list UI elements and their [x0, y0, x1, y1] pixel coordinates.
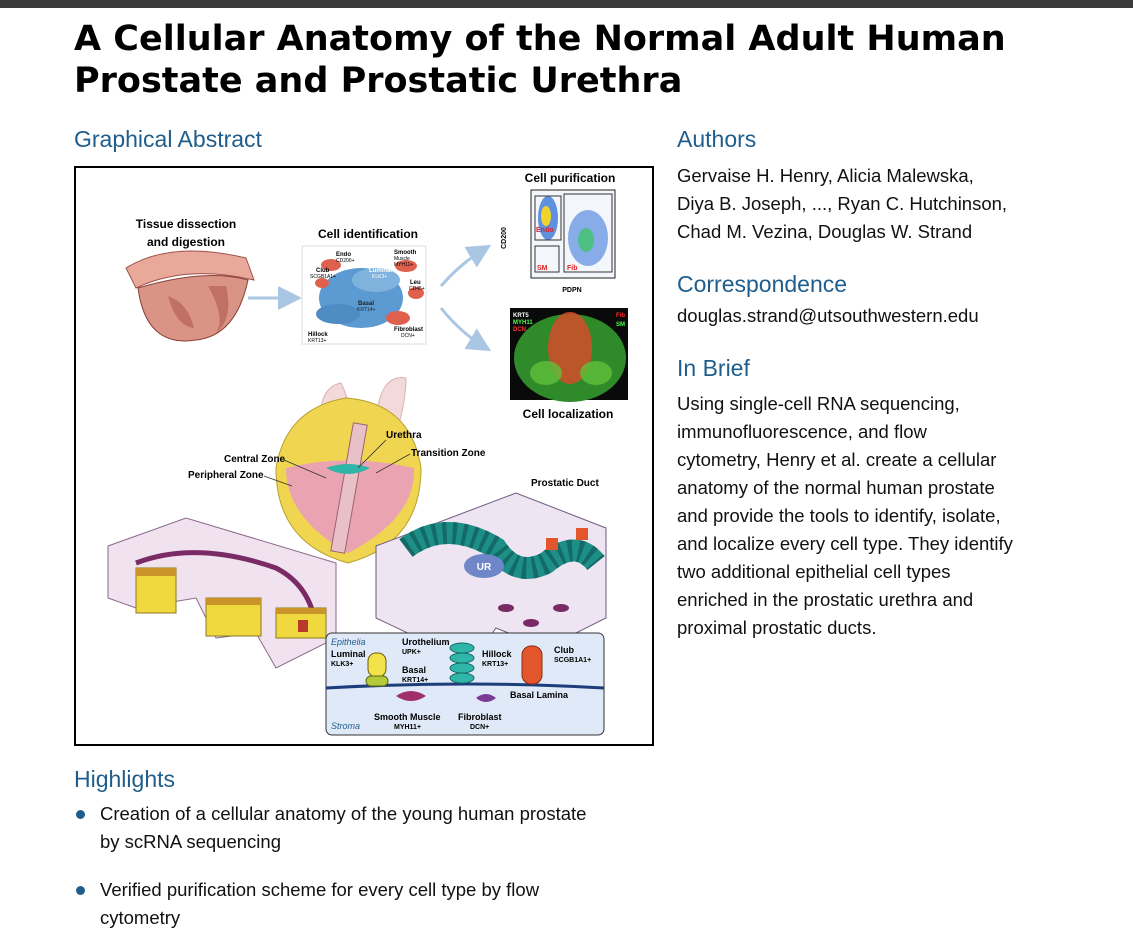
right-duct-block: UR — [375, 492, 607, 664]
in-brief-heading: In Brief — [677, 355, 750, 381]
highlights-list: Creation of a cellular anatomy of the yo… — [74, 800, 674, 952]
legend-fibroblast: Fibroblast — [458, 712, 502, 722]
legend-stroma: Stroma — [331, 721, 360, 731]
legend-urothelium: Urothelium — [402, 637, 450, 647]
tsne-endo-marker: CD200+ — [336, 258, 355, 264]
if-dcn: DCN — [513, 327, 526, 333]
tsne-club: Club — [316, 268, 330, 274]
label-peripheral-zone: Peripheral Zone — [188, 470, 264, 481]
label-cell-identification: Cell identification — [318, 227, 418, 241]
tsne-fibroblast: Fibroblast — [394, 327, 423, 333]
graphical-abstract-illustration: Tissue dissection and digestion Cell ide… — [107, 171, 628, 736]
legend-basal: Basal — [402, 665, 426, 675]
label-urethra: Urethra — [386, 430, 422, 441]
correspondence-email[interactable]: douglas.strand@utsouthwestern.edu — [677, 305, 979, 326]
tsne-club-marker: SCGB1A1+ — [310, 274, 336, 280]
label-digestion: and digestion — [147, 235, 225, 249]
immunofluorescence-image: KRT5 MYH11 DCN Fib SM — [510, 308, 628, 402]
prostate-anatomy-illustration — [275, 377, 422, 564]
legend-basal-lamina: Basal Lamina — [510, 690, 569, 700]
label-cell-localization: Cell localization — [523, 407, 614, 421]
tsne-hillock-marker: KRT13+ — [308, 338, 326, 344]
tsne-endo: Endo — [336, 252, 351, 258]
legend-fibroblast-marker: DCN+ — [470, 724, 489, 731]
arrow-to-localization — [439, 307, 492, 352]
legend-smooth-muscle: Smooth Muscle — [374, 712, 441, 722]
legend-luminal-marker: KLK3+ — [331, 661, 353, 668]
flow-ylabel: CD200 — [501, 227, 508, 249]
tsne-plot: Endo CD200+ Smooth Muscle MYH11+ Club SC… — [301, 245, 427, 345]
tsne-leu-marker: CD45+ — [409, 286, 425, 292]
tsne-basal-marker: KRT14+ — [357, 307, 375, 313]
highlight-item: Verified purification scheme for every c… — [74, 876, 674, 932]
label-tissue: Tissue dissection — [136, 217, 236, 231]
highlights-heading: Highlights — [74, 766, 175, 792]
authors-heading: Authors — [677, 126, 757, 152]
legend-luminal: Luminal — [331, 649, 366, 659]
top-bar — [0, 0, 1133, 8]
legend-club: Club — [554, 645, 574, 655]
if-fib: Fib — [616, 313, 625, 319]
flow-endo: Endo — [536, 227, 554, 234]
tsne-luminal-marker: KLK3+ — [372, 274, 387, 280]
correspondence-heading: Correspondence — [677, 271, 848, 297]
label-transition-zone: Transition Zone — [411, 448, 486, 459]
if-myh11: MYH11 — [513, 320, 533, 326]
label-ur: UR — [477, 562, 492, 573]
highlight-item: Creation of a cellular anatomy of the yo… — [74, 800, 674, 856]
prostate-tissue-illustration — [125, 250, 255, 342]
tsne-fib-marker: DCN+ — [401, 333, 415, 339]
label-central-zone: Central Zone — [224, 454, 286, 465]
cell-type-legend: Epithelia Stroma Luminal KLK3+ Urotheliu… — [325, 632, 605, 736]
tsne-basal: Basal — [358, 301, 374, 307]
flow-sm: SM — [537, 265, 548, 272]
tsne-smooth: Smooth — [394, 250, 417, 256]
authors-list: Gervaise H. Henry, Alicia Malewska, Diya… — [677, 165, 1008, 242]
bullet-icon — [76, 810, 85, 819]
bullet-icon — [76, 886, 85, 895]
graphical-abstract-heading: Graphical Abstract — [74, 126, 262, 152]
flow-cytometry-plot: Endo SM Fib PDPN CD200 — [501, 189, 616, 294]
legend-epithelia: Epithelia — [331, 637, 366, 647]
in-brief-text: Using single-cell RNA sequencing, immuno… — [677, 393, 1013, 638]
legend-urothelium-marker: UPK+ — [402, 649, 421, 656]
graphical-abstract-figure: Tissue dissection and digestion Cell ide… — [74, 166, 654, 746]
tsne-luminal: Luminal — [369, 268, 392, 274]
legend-club-marker: SCGB1A1+ — [554, 657, 591, 664]
tsne-sm-marker: MYH11+ — [394, 262, 413, 268]
tsne-leu: Leu — [410, 280, 421, 286]
article-title: A Cellular Anatomy of the Normal Adult H… — [74, 19, 1006, 101]
if-krt5: KRT5 — [513, 313, 529, 319]
legend-basal-marker: KRT14+ — [402, 677, 428, 684]
arrow-to-purification — [439, 244, 492, 287]
label-prostatic-duct: Prostatic Duct — [531, 478, 599, 489]
legend-hillock-marker: KRT13+ — [482, 661, 508, 668]
flow-xlabel: PDPN — [562, 287, 581, 294]
legend-hillock: Hillock — [482, 649, 513, 659]
label-cell-purification: Cell purification — [525, 171, 616, 185]
tsne-hillock: Hillock — [308, 332, 328, 338]
tsne-muscle: Muscle — [394, 256, 410, 262]
legend-smooth-muscle-marker: MYH11+ — [394, 724, 421, 731]
if-sm: SM — [616, 322, 625, 328]
flow-fib: Fib — [567, 265, 578, 272]
left-duct-block — [107, 517, 337, 669]
